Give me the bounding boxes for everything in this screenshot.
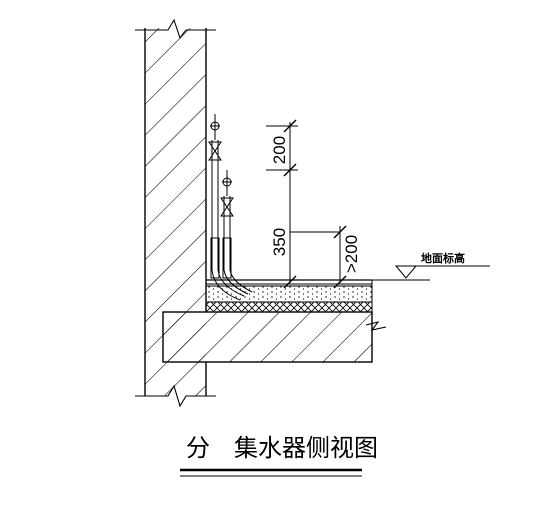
diagram-title: 集水器侧视图 (234, 434, 378, 462)
insulation-layer (205, 301, 373, 313)
pipe-sleeves (210, 237, 232, 279)
floor-level-marker-icon (372, 265, 490, 281)
supply-pipe (211, 140, 245, 301)
dimension-upper-label: 200 (270, 136, 289, 164)
wall-break-bottom-icon (135, 384, 216, 408)
title-underline (180, 468, 362, 477)
vent-valve-lower-icon (222, 170, 232, 196)
diagram-title-prefix: 分 (186, 434, 210, 462)
ball-valve-lower-icon (220, 197, 234, 217)
dimension-right-label: >200 (342, 235, 361, 273)
floor-slab (162, 311, 373, 363)
vent-valve-upper-icon (210, 114, 220, 140)
finish-layer (206, 279, 373, 302)
dimension-lines (266, 119, 347, 289)
dimension-lower-label: 350 (270, 228, 289, 256)
floor-level-label: 地面标高 (421, 251, 465, 265)
ball-valve-upper-icon (208, 141, 222, 161)
return-pipe (223, 196, 253, 295)
slab-break-icon (365, 321, 387, 331)
wall-break-top-icon (135, 18, 216, 40)
